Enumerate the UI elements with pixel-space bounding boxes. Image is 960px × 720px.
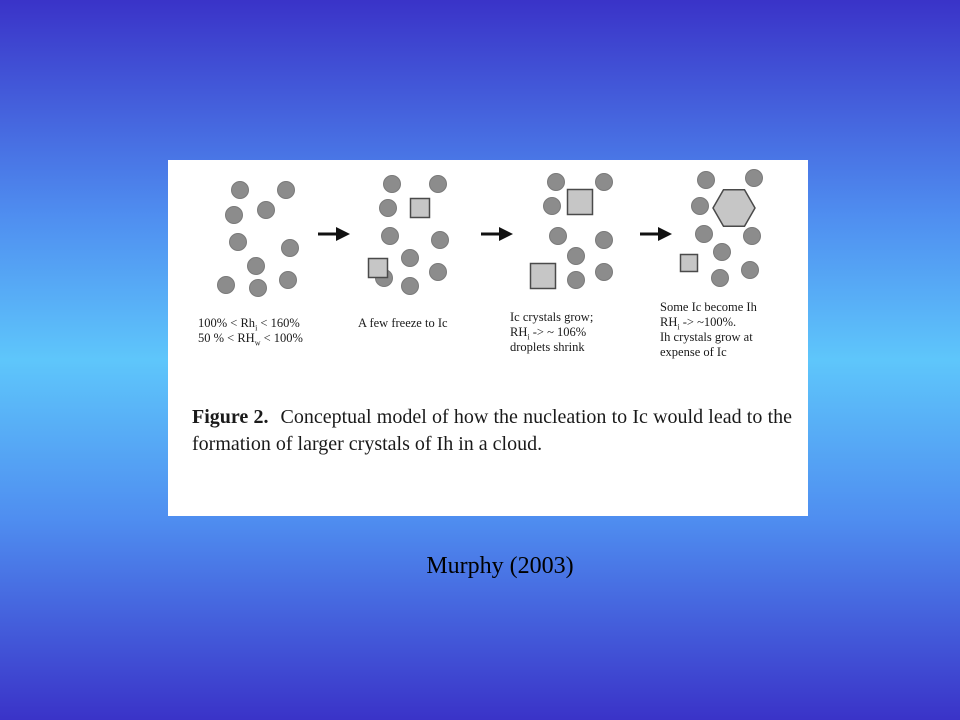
figure-panel: 100% < Rhi < 160%50 % < RHw < 100% A few… [168,160,808,516]
droplet [567,247,585,265]
droplet [379,199,397,217]
droplet [217,276,235,294]
arrow-head [336,227,350,241]
subscript: i [255,323,258,333]
label-text: < 160% [257,316,300,330]
droplet [713,243,731,261]
figure-diagram [217,169,763,297]
label-text: Ih crystals grow at [660,330,753,344]
droplet [257,201,275,219]
stage-4-label-line: RHi -> ~100%. [660,315,757,332]
droplet [401,249,419,267]
arrow-head [499,227,513,241]
droplet [229,233,247,251]
droplet [431,231,449,249]
droplet [249,279,267,297]
droplet [567,271,585,289]
droplet [745,169,763,187]
droplet [595,231,613,249]
stage-3-label: Ic crystals grow;RHi -> ~ 106%droplets s… [510,310,593,355]
droplet [281,239,299,257]
stage-4-label-line: Some Ic become Ih [660,300,757,315]
label-text: expense of Ic [660,345,727,359]
label-text: RH [510,325,528,339]
droplet [549,227,567,245]
figure-caption: Figure 2.Conceptual model of how the nuc… [192,404,792,458]
label-text: A few freeze to Ic [358,316,448,330]
droplet [225,206,243,224]
droplet [401,277,419,295]
label-text: 100% < Rh [198,316,256,330]
caption-heading: Figure 2. [192,406,269,428]
ic-crystal-square [409,197,431,219]
caption-text: Conceptual model of how the nucleation t… [192,406,792,455]
droplet [543,197,561,215]
ic-crystal-square [566,188,594,216]
droplet [381,227,399,245]
droplet [595,173,613,191]
label-text: 50 % < RH [198,331,255,345]
stage-1-label: 100% < Rhi < 160%50 % < RHw < 100% [198,316,303,348]
droplet [697,171,715,189]
stage-3-label-line: Ic crystals grow; [510,310,593,325]
subscript: i [527,332,530,342]
ic-crystal-square [367,257,389,279]
label-text: droplets shrink [510,340,585,354]
ih-crystal-hexagon [712,189,756,227]
droplet [547,173,565,191]
subscript: w [254,338,261,348]
stage-3-label-line: droplets shrink [510,340,593,355]
droplet [231,181,249,199]
droplet [695,225,713,243]
droplet [429,175,447,193]
stage-1-label-line: 100% < Rhi < 160% [198,316,303,333]
droplet [743,227,761,245]
label-text: Some Ic become Ih [660,300,757,314]
ic-crystal-square [679,253,699,273]
citation: Murphy (2003) [426,553,574,579]
stage-1-label-line: 50 % < RHw < 100% [198,331,303,348]
label-text: < 100% [260,331,303,345]
droplet [277,181,295,199]
stage-2-label: A few freeze to Ic [358,316,448,331]
droplet [691,197,709,215]
droplet [279,271,297,289]
droplet [741,261,759,279]
droplet [429,263,447,281]
label-text: RH [660,315,678,329]
label-text: -> ~100%. [679,315,737,329]
stage-4-label-line: expense of Ic [660,345,757,360]
stage-4-label-line: Ih crystals grow at [660,330,757,345]
subscript: i [677,322,680,332]
stage-2-label-line: A few freeze to Ic [358,316,448,331]
droplet [383,175,401,193]
droplet [247,257,265,275]
label-text: Ic crystals grow; [510,310,594,324]
droplet [595,263,613,281]
arrow-head [658,227,672,241]
ic-crystal-square [529,262,557,290]
droplet [711,269,729,287]
stage-3-label-line: RHi -> ~ 106% [510,325,593,342]
label-text: -> ~ 106% [529,325,587,339]
